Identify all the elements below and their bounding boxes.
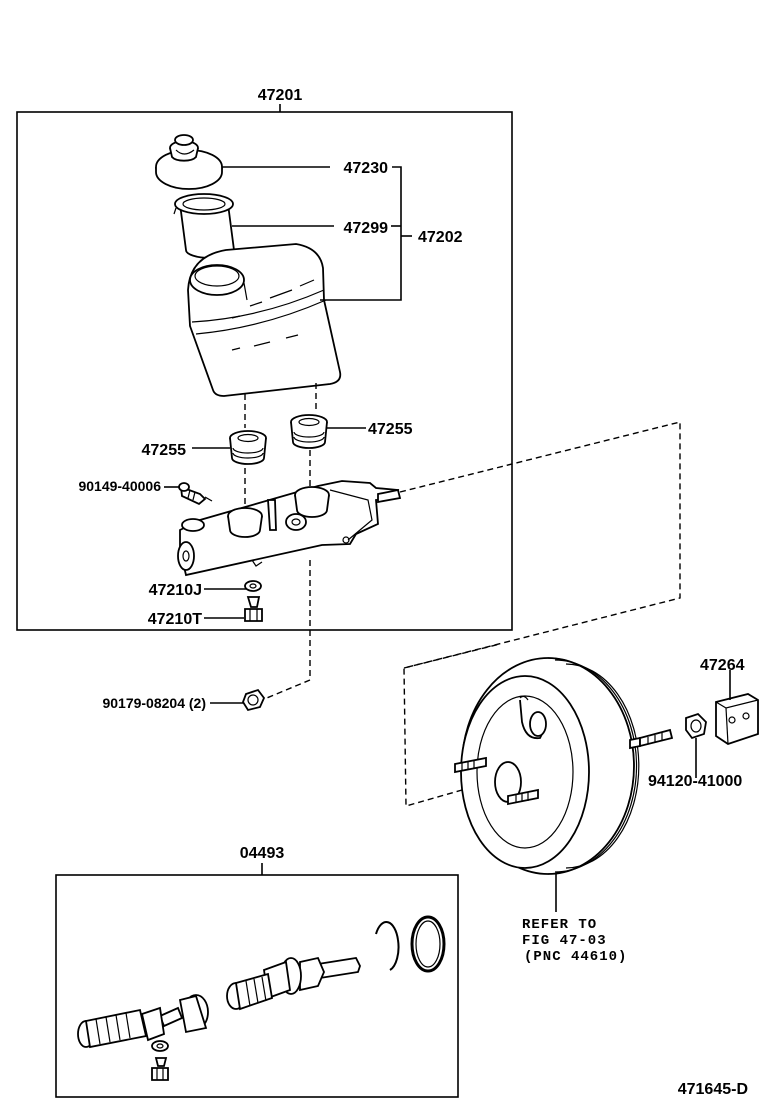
label-nut: 90179-08204 (2) [102,695,206,711]
reservoir-cap-part [155,134,223,190]
master-cylinder-assembly-box: 47201 [16,87,513,631]
master-cylinder-body-part [177,480,402,577]
label-grommet-right: 47255 [368,421,413,438]
clevis-part [715,693,759,745]
label-clevis: 47264 [700,657,745,674]
label-kit: 04493 [240,845,285,862]
kit-seal-rings [375,915,446,973]
label-clevis-nut: 94120-41000 [648,773,742,790]
label-reservoir-cap: 47230 [344,160,389,177]
brake-booster-part [454,657,674,875]
mount-dashed-outline [399,421,681,807]
refer-line-2: FIG 47-03 [522,933,607,949]
reservoir-tank-part [187,243,342,397]
figure-id: 471645-D [678,1081,748,1098]
repair-kit-box: 04493 [55,845,459,1098]
label-assembly-main: 47201 [258,87,303,104]
plug-part [244,596,263,622]
label-plug: 47210T [148,611,202,628]
label-grommet-left: 47255 [142,442,187,459]
refer-line-1: REFER TO [522,917,597,933]
label-gasket: 47210J [149,582,202,599]
grommet-left-part [229,430,267,465]
kit-gasket-plug [151,1040,169,1081]
kit-primary-piston [77,994,209,1049]
label-strainer: 47299 [344,220,389,237]
kit-secondary-piston [226,956,361,1011]
gasket-part [244,580,262,592]
strainer-part [173,193,235,259]
nut-part [242,688,266,712]
union-bolt-part [178,482,213,506]
label-union-bolt: 90149-40006 [78,478,161,494]
grommet-right-part [290,414,328,449]
clevis-nut-part [685,712,707,740]
label-reservoir-sub: 47202 [418,229,463,246]
refer-line-3: (PNC 44610) [524,949,627,965]
